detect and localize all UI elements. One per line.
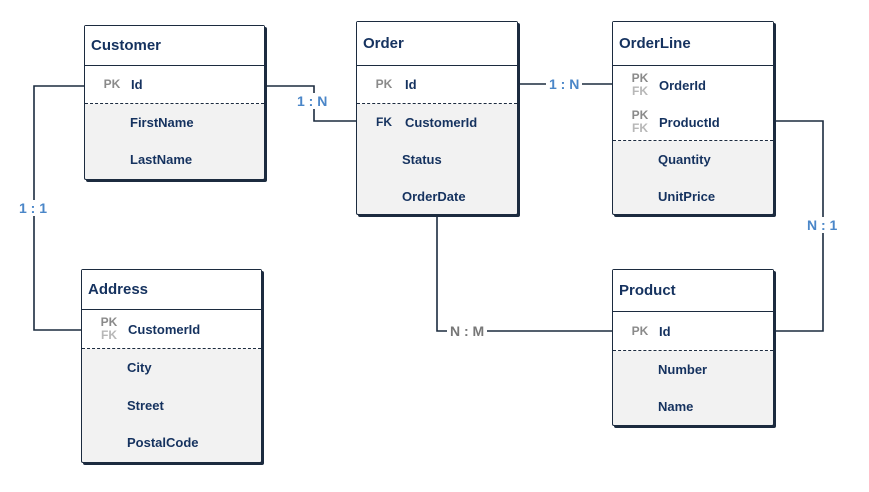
field-id: Id xyxy=(405,77,417,92)
primary-key-row: PK Id xyxy=(613,312,773,351)
primary-key-row: PK Id xyxy=(357,66,517,104)
pk-fk-tag: PK FK xyxy=(631,108,649,135)
field-row: Status xyxy=(357,141,517,178)
field-quantity: Quantity xyxy=(658,152,711,167)
field-row: Number xyxy=(613,351,773,388)
field-firstname: FirstName xyxy=(130,115,194,130)
field-row: OrderDate xyxy=(357,178,517,215)
field-productid: ProductId xyxy=(659,114,720,130)
field-row: Quantity xyxy=(613,141,773,178)
entity-orderline[interactable]: OrderLine PK FK OrderId PK FK ProductId … xyxy=(612,21,774,215)
field-row: Street xyxy=(82,386,261,424)
field-number: Number xyxy=(658,362,708,377)
field-street: Street xyxy=(127,397,164,413)
entity-title: Product xyxy=(613,270,773,312)
entity-title: OrderLine xyxy=(613,22,773,66)
composite-key-row: PK FK ProductId xyxy=(613,104,773,141)
entity-order[interactable]: Order PK Id FK CustomerId Status OrderDa… xyxy=(356,21,518,215)
entity-product[interactable]: Product PK Id Number Name xyxy=(612,269,774,426)
field-lastname: LastName xyxy=(130,152,193,167)
field-postalcode: PostalCode xyxy=(127,435,199,450)
field-row: City xyxy=(82,349,261,386)
cardinality-customer-order: 1 : N xyxy=(294,93,331,109)
field-id: Id xyxy=(131,77,143,92)
foreign-key-row: FK CustomerId xyxy=(357,104,517,141)
field-orderdate: OrderDate xyxy=(402,189,466,204)
fk-tag: FK xyxy=(376,115,392,129)
field-customerid: CustomerId xyxy=(128,321,201,337)
field-unitprice: UnitPrice xyxy=(658,189,716,204)
field-name: Name xyxy=(658,399,694,414)
pk-tag: PK xyxy=(375,77,393,91)
pk-fk-tag: PK FK xyxy=(631,71,649,98)
entity-title: Address xyxy=(82,270,261,310)
field-row: Name xyxy=(613,388,773,425)
pk-tag: PK xyxy=(103,77,121,91)
entity-customer[interactable]: Customer PK Id FirstName LastName xyxy=(84,25,265,180)
field-row: FirstName xyxy=(85,104,264,141)
cardinality-orderline-product: N : 1 xyxy=(804,217,841,233)
entity-title: Customer xyxy=(85,26,264,66)
cardinality-customer-address: 1 : 1 xyxy=(16,200,51,216)
composite-key-row: PK FK OrderId xyxy=(613,66,773,104)
field-city: City xyxy=(127,360,152,375)
cardinality-order-product: N : M xyxy=(447,323,488,339)
pk-tag: PK xyxy=(631,323,649,338)
link-order-product xyxy=(436,214,613,332)
primary-key-row: PK FK CustomerId xyxy=(82,310,261,349)
pk-fk-tag: PK FK xyxy=(100,315,118,342)
field-row: PostalCode xyxy=(82,424,261,461)
primary-key-row: PK Id xyxy=(85,66,264,104)
field-customerid: CustomerId xyxy=(405,115,478,130)
field-row: UnitPrice xyxy=(613,178,773,215)
field-id: Id xyxy=(659,323,671,339)
entity-title: Order xyxy=(357,22,517,66)
entity-address[interactable]: Address PK FK CustomerId City Street Pos… xyxy=(81,269,262,463)
field-status: Status xyxy=(402,152,442,167)
cardinality-order-orderline: 1 : N xyxy=(546,76,583,92)
field-orderid: OrderId xyxy=(659,77,706,93)
field-row: LastName xyxy=(85,141,264,178)
